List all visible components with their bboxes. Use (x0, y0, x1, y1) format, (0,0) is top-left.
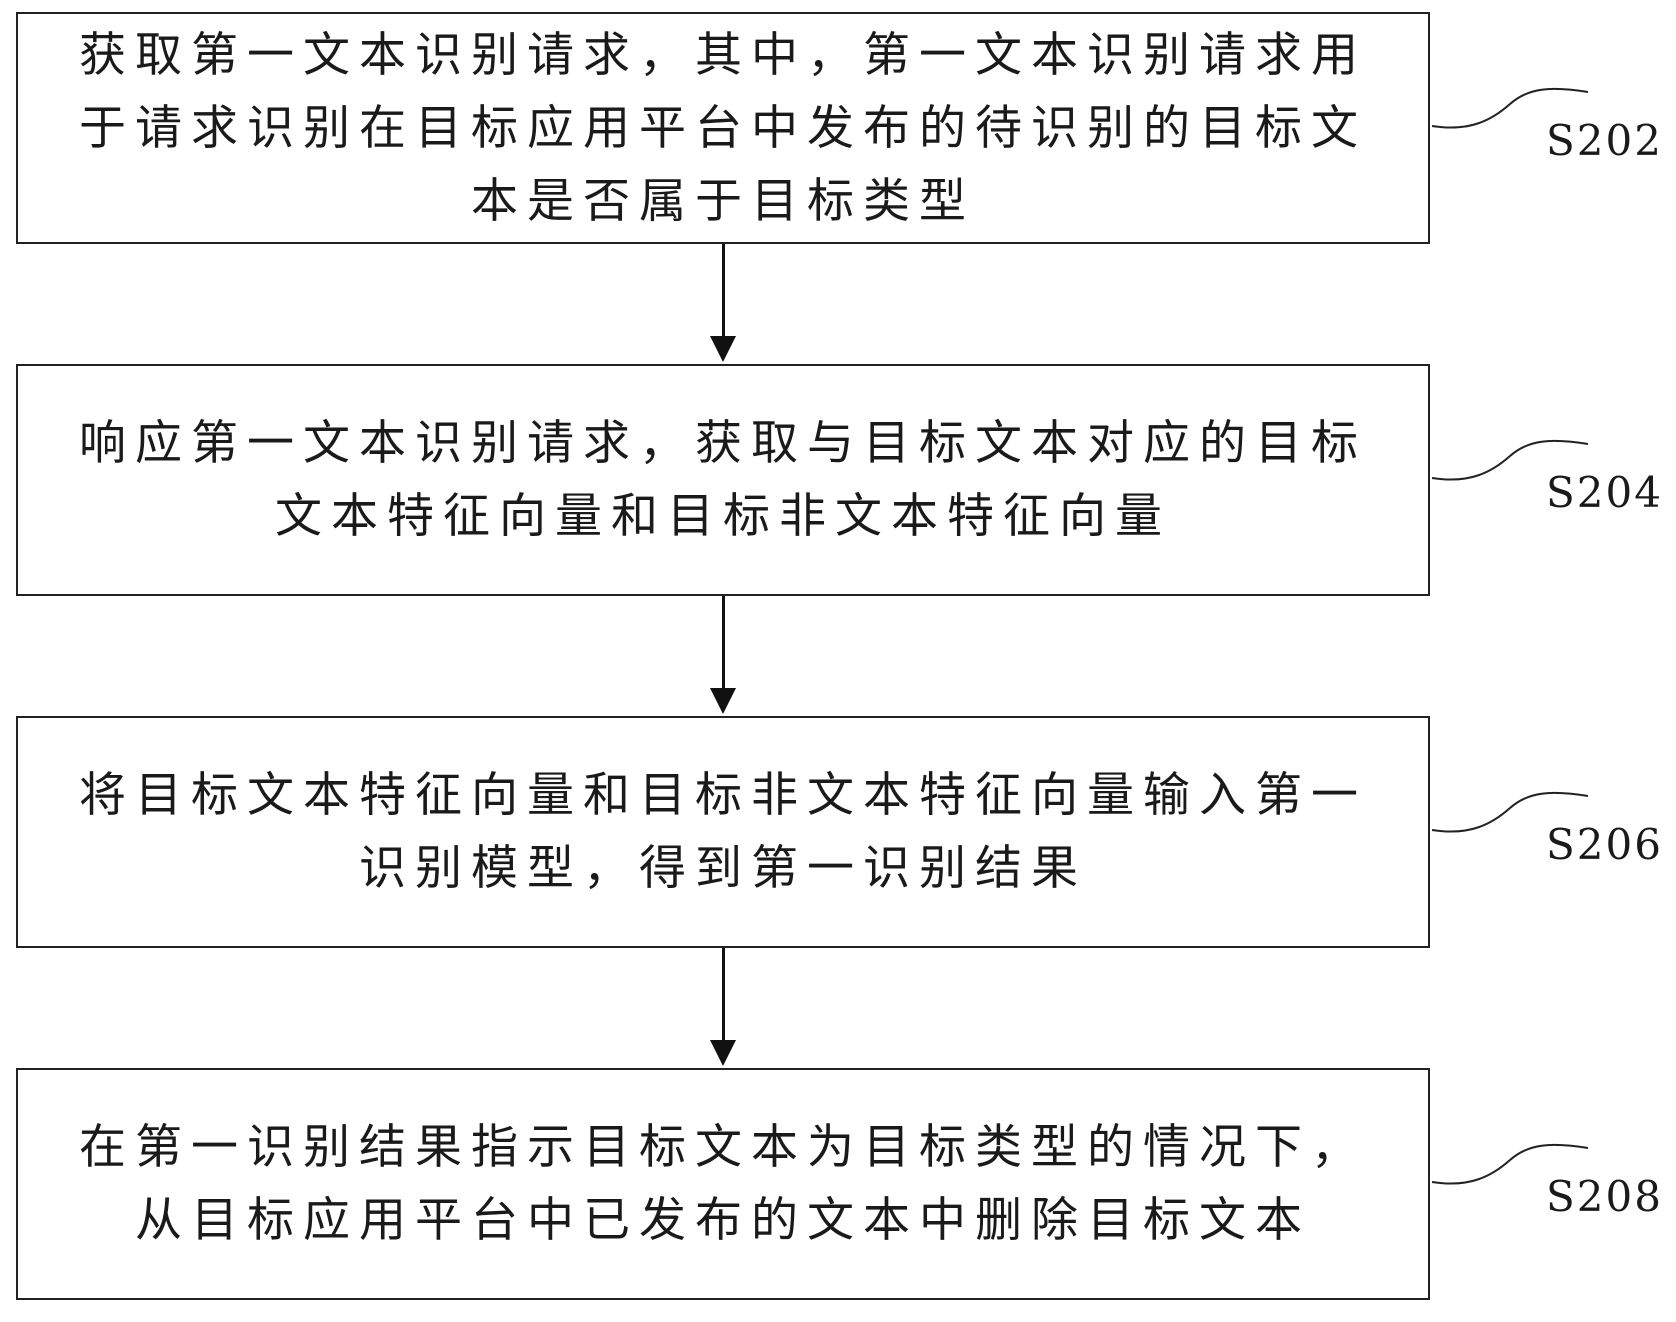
step-text-s206: 将目标文本特征向量和目标非文本特征向量输入第一 识别模型，得到第一识别结果 (33, 759, 1413, 905)
leader-line-s202 (1431, 87, 1589, 129)
step-s204-line-1: 响应第一文本识别请求，获取与目标文本对应的目标 (79, 416, 1367, 471)
leader-line-s204 (1431, 439, 1589, 481)
step-s202-line-1: 获取第一文本识别请求，其中，第一文本识别请求用 (79, 27, 1367, 83)
leader-line-s206 (1431, 791, 1589, 833)
step-label-s208: S208 (1546, 1172, 1663, 1221)
step-box-s202: 获取第一文本识别请求，其中，第一文本识别请求用 于请求识别在目标应用平台中发布的… (16, 12, 1430, 244)
leader-line-s208 (1431, 1143, 1589, 1185)
step-box-s208: 在第一识别结果指示目标文本为目标类型的情况下， 从目标应用平台中已发布的文本中删… (16, 1068, 1430, 1300)
arrow-head (710, 688, 736, 714)
step-s206-line-1: 将目标文本特征向量和目标非文本特征向量输入第一 (79, 768, 1367, 823)
step-text-s202: 获取第一文本识别请求，其中，第一文本识别请求用 于请求识别在目标应用平台中发布的… (33, 19, 1413, 238)
step-text-s204: 响应第一文本识别请求，获取与目标文本对应的目标 文本特征向量和目标非文本特征向量 (33, 407, 1413, 553)
arrow-shaft (721, 948, 725, 1042)
arrow-head (710, 1040, 736, 1066)
arrow-shaft (721, 244, 725, 338)
arrow-head (710, 336, 736, 362)
step-s202-line-2: 于请求识别在目标应用平台中发布的待识别的目标文 (79, 100, 1367, 156)
step-s208-line-1: 在第一识别结果指示目标文本为目标类型的情况下， (79, 1120, 1367, 1175)
step-s202-line-3: 本是否属于目标类型 (471, 173, 975, 229)
step-text-s208: 在第一识别结果指示目标文本为目标类型的情况下， 从目标应用平台中已发布的文本中删… (33, 1111, 1413, 1257)
step-box-s206: 将目标文本特征向量和目标非文本特征向量输入第一 识别模型，得到第一识别结果 (16, 716, 1430, 948)
step-label-s206: S206 (1546, 820, 1663, 869)
arrow-shaft (721, 596, 725, 690)
step-label-s202: S202 (1546, 116, 1663, 165)
step-s204-line-2: 文本特征向量和目标非文本特征向量 (275, 489, 1171, 544)
step-box-s204: 响应第一文本识别请求，获取与目标文本对应的目标 文本特征向量和目标非文本特征向量 (16, 364, 1430, 596)
step-s206-line-2: 识别模型，得到第一识别结果 (359, 841, 1087, 896)
step-s208-line-2: 从目标应用平台中已发布的文本中删除目标文本 (135, 1193, 1311, 1248)
step-label-s204: S204 (1546, 468, 1663, 517)
